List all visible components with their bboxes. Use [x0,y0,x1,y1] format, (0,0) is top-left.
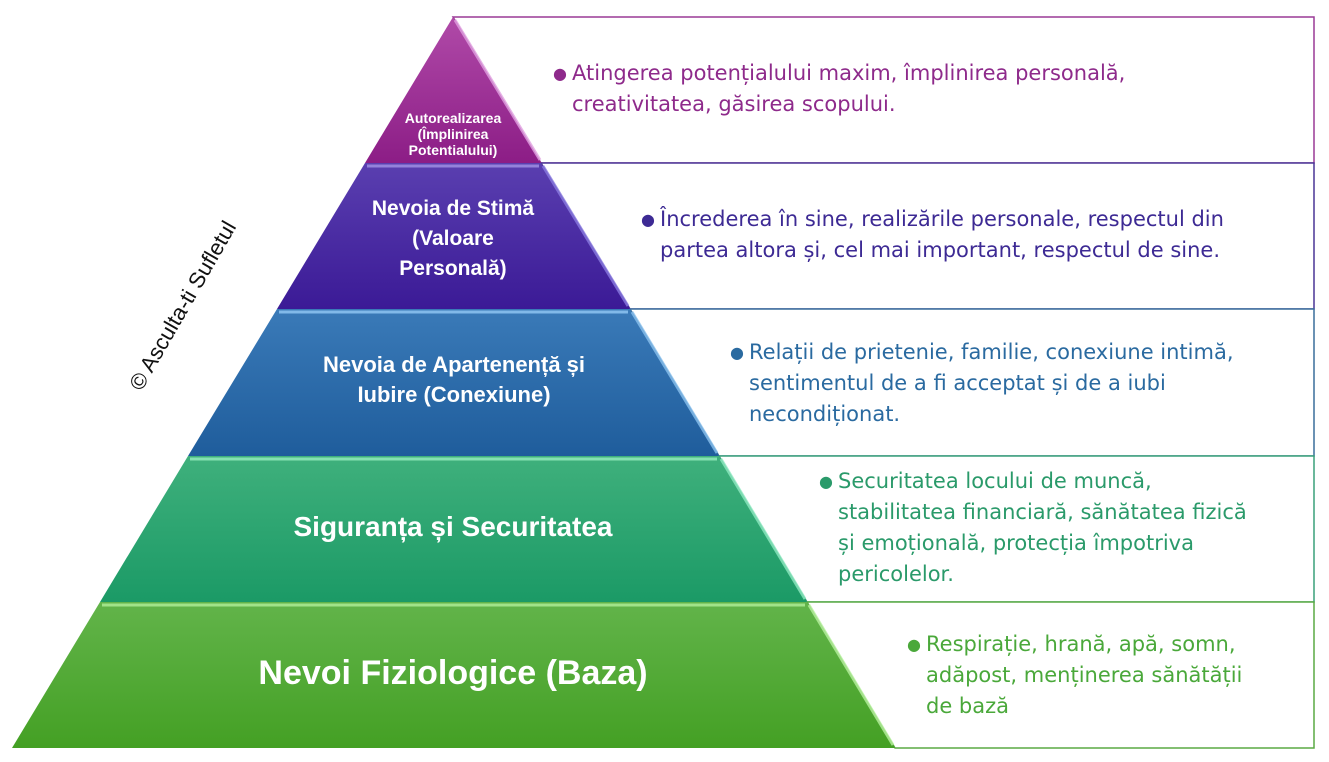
pyramid-level-1-shape [12,602,895,748]
level-4-description-line: partea altora și, cel mai important, res… [660,238,1221,262]
level-2-description: ● Securitatea locului de muncă, stabilit… [819,466,1247,590]
level-3-label: Nevoia de Apartenență și Iubire (Conexiu… [254,350,654,410]
level-5-label-line: Potentialului) [408,142,498,158]
level-4-description-line: Încrederea în sine, realizările personal… [660,207,1224,231]
level-1-label: Nevoi Fiziologice (Baza) [150,653,756,693]
level-2-description-line: și emoțională, protecția împotriva [838,531,1194,555]
level-2-description-line: stabilitatea financiară, sănătatea fizic… [838,500,1247,524]
pyramid-level-4-shape [277,163,630,309]
level-2-description-line: Securitatea locului de muncă, [838,469,1152,493]
level-1-label-line: Nevoi Fiziologice (Baza) [258,654,648,692]
level-5-label: Autorealizarea (Împlinirea Potentialului… [380,110,526,158]
level-5-label-line: (Împlinirea [417,126,489,142]
bullet-icon: ● [641,210,655,229]
bevel-highlights [102,19,895,746]
level-4-label-line: Nevoia de Stimă [371,197,535,220]
level-4-label: Nevoia de Stimă (Valoare Personală) [310,194,596,284]
level-5-description-line: Atingerea potențialului maxim, împlinire… [572,61,1126,85]
bullet-icon: ● [819,472,833,491]
level-3-description: ● Relații de prietenie, familie, conexiu… [730,337,1234,430]
level-2-label-line: Siguranța și Securitatea [293,511,613,542]
level-1-description-line: adăpost, menținerea sănătății [926,663,1243,687]
level-3-description-line: necondiționat. [749,402,901,426]
level-4-description: ● Încrederea în sine, realizările person… [641,204,1224,266]
level-4-label-line: Personală) [399,257,507,280]
level-5-description-line: creativitatea, găsirea scopului. [572,92,896,116]
level-5-description: ● Atingerea potențialului maxim, împlini… [553,58,1126,120]
level-2-description-line: pericolelor. [838,562,954,586]
bullet-icon: ● [907,635,921,654]
level-2-label: Siguranța și Securitatea [200,510,706,544]
pyramid-levels [12,17,895,748]
bullet-icon: ● [730,343,744,362]
bullet-icon: ● [553,64,567,83]
description-boxes [451,16,1315,749]
pyramid-level-5-shape [365,17,541,163]
level-3-description-line: Relații de prietenie, familie, conexiune… [749,340,1234,364]
level-3-label-line: Iubire (Conexiune) [357,382,551,407]
pyramid-level-2-shape [100,456,807,602]
level-3-label-line: Nevoia de Apartenență și [322,352,586,377]
level-1-description-line: de bază [926,694,1010,718]
level-5-label-line: Autorealizarea [404,110,502,126]
level-1-description-line: Respirație, hrană, apă, somn, [926,632,1236,656]
level-1-description: ● Respirație, hrană, apă, somn, adăpost,… [907,629,1243,722]
level-4-label-line: (Valoare [412,227,494,250]
level-3-description-line: sentimentul de a fi acceptat și de a iub… [749,371,1166,395]
pyramid-level-3-shape [188,309,719,456]
